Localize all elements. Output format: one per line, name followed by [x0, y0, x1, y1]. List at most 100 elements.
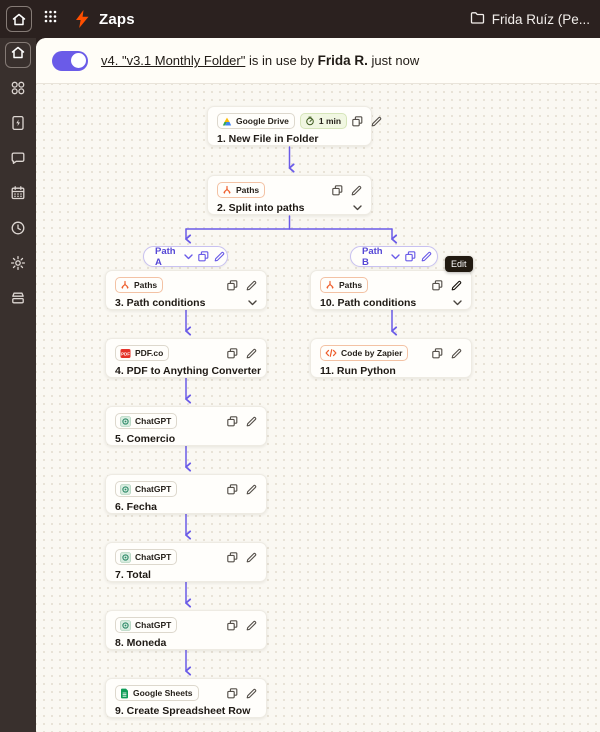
sidebar-item-zaps[interactable] — [5, 77, 31, 103]
step-node-8[interactable]: ChatGPT 8. Moneda — [105, 610, 267, 650]
account-name: Frida Ruíz (Pe... — [491, 11, 590, 27]
sidebar-item-more-apps[interactable] — [5, 287, 31, 313]
page-title: Zaps — [99, 10, 135, 28]
clock-icon — [10, 220, 26, 241]
sidebar-item-interfaces[interactable] — [5, 147, 31, 173]
chevron-down-icon[interactable] — [390, 253, 400, 260]
home-button[interactable] — [6, 6, 32, 32]
app-name: Google Sheets — [133, 687, 193, 698]
google-sheets-icon — [120, 688, 129, 699]
app-name: Paths — [339, 279, 363, 290]
app-badge: ChatGPT — [115, 413, 178, 429]
apps-grid-icon — [44, 10, 57, 28]
status-text: v4. "v3.1 Monthly Folder" is in use by F… — [101, 53, 419, 68]
copy-icon[interactable] — [227, 483, 238, 495]
app-name: Paths — [134, 279, 158, 290]
edit-pencil-icon[interactable] — [214, 251, 225, 262]
edit-pencil-icon[interactable] — [451, 280, 462, 291]
step-title: 10. Path conditions — [320, 297, 417, 309]
path-pill-path-b[interactable]: Path B — [350, 246, 438, 268]
chat-bubble-icon — [10, 150, 26, 171]
edit-pencil-icon[interactable] — [246, 348, 257, 359]
sidebar-item-zap-document[interactable] — [5, 112, 31, 138]
version-link[interactable]: v4. "v3.1 Monthly Folder" — [101, 53, 246, 68]
step-title: 1. New File in Folder — [217, 133, 319, 145]
status-time: just now — [371, 53, 420, 68]
chevron-down-icon[interactable] — [248, 300, 257, 306]
copy-icon[interactable] — [332, 184, 343, 196]
step-node-11[interactable]: Code by Zapier 11. Run Python — [310, 338, 472, 378]
app-badge: ChatGPT — [115, 549, 178, 565]
edit-pencil-icon[interactable] — [246, 484, 257, 495]
app-name: Code by Zapier — [341, 347, 403, 358]
sidebar-item-history[interactable] — [5, 217, 31, 243]
chatgpt-icon — [120, 619, 131, 631]
edit-pencil-icon[interactable] — [421, 251, 432, 262]
copy-icon[interactable] — [352, 115, 363, 127]
toggle-knob — [70, 53, 86, 68]
home-icon — [12, 13, 26, 26]
edit-pencil-icon[interactable] — [246, 620, 257, 631]
copy-icon[interactable] — [197, 251, 209, 262]
edit-pencil-icon[interactable] — [246, 416, 257, 427]
path-pill-path-a[interactable]: Path A — [143, 245, 228, 268]
copy-icon[interactable] — [227, 415, 238, 427]
copy-icon[interactable] — [227, 347, 238, 359]
chevron-down-icon[interactable] — [183, 253, 193, 260]
zap-on-toggle[interactable] — [52, 50, 88, 71]
status-middle: is in use by — [248, 53, 315, 68]
app-name: ChatGPT — [135, 415, 172, 426]
edit-pencil-icon[interactable] — [246, 552, 257, 563]
step-node-2[interactable]: Paths 2. Split into paths — [207, 175, 372, 215]
edit-pencil-icon[interactable] — [451, 348, 462, 359]
step-title: 5. Comercio — [115, 433, 176, 445]
account-selector[interactable]: Frida Ruíz (Pe... — [470, 11, 590, 27]
step-title: 2. Split into paths — [217, 202, 305, 214]
step-title: 11. Run Python — [320, 365, 396, 377]
sidebar-item-tables[interactable] — [5, 182, 31, 208]
copy-icon[interactable] — [227, 551, 238, 563]
app-launcher-button[interactable] — [44, 10, 57, 28]
copy-icon[interactable] — [432, 279, 443, 291]
chatgpt-icon — [120, 551, 131, 563]
app-name: Paths — [236, 184, 260, 195]
edit-pencil-icon[interactable] — [371, 116, 382, 127]
gear-icon — [10, 255, 26, 276]
edit-pencil-icon[interactable] — [246, 280, 257, 291]
app-name: ChatGPT — [135, 619, 172, 630]
home-icon — [11, 46, 25, 64]
copy-icon[interactable] — [227, 619, 238, 631]
google-drive-icon — [222, 117, 232, 126]
paths-icon — [120, 280, 130, 290]
step-node-5[interactable]: ChatGPT 5. Comercio — [105, 406, 267, 446]
app-badge: Paths — [217, 182, 266, 198]
doc-bolt-icon — [10, 115, 26, 136]
copy-icon[interactable] — [432, 347, 443, 359]
app-badge: Paths — [115, 277, 164, 293]
copy-icon[interactable] — [227, 279, 238, 291]
step-node-9[interactable]: Google Sheets 9. Create Spreadsheet Row — [105, 678, 267, 718]
step-title: 8. Moneda — [115, 637, 167, 649]
step-title: 4. PDF to Anything Converter — [115, 365, 262, 377]
copy-icon[interactable] — [404, 251, 416, 262]
app-name: PDF.co — [135, 347, 164, 358]
chatgpt-icon — [120, 483, 131, 495]
sidebar-item-home[interactable] — [5, 42, 31, 68]
chevron-down-icon[interactable] — [453, 300, 462, 306]
edit-pencil-icon[interactable] — [246, 688, 257, 699]
path-label: Path A — [155, 245, 176, 268]
copy-icon[interactable] — [227, 687, 238, 699]
edit-pencil-icon[interactable] — [351, 185, 362, 196]
chevron-down-icon[interactable] — [353, 205, 362, 211]
app-name: Google Drive — [236, 115, 289, 126]
step-title: 9. Create Spreadsheet Row — [115, 705, 251, 717]
app-name: ChatGPT — [135, 483, 172, 494]
step-node-10[interactable]: Paths 10. Path conditions — [310, 270, 472, 310]
sidebar-item-settings[interactable] — [5, 252, 31, 278]
